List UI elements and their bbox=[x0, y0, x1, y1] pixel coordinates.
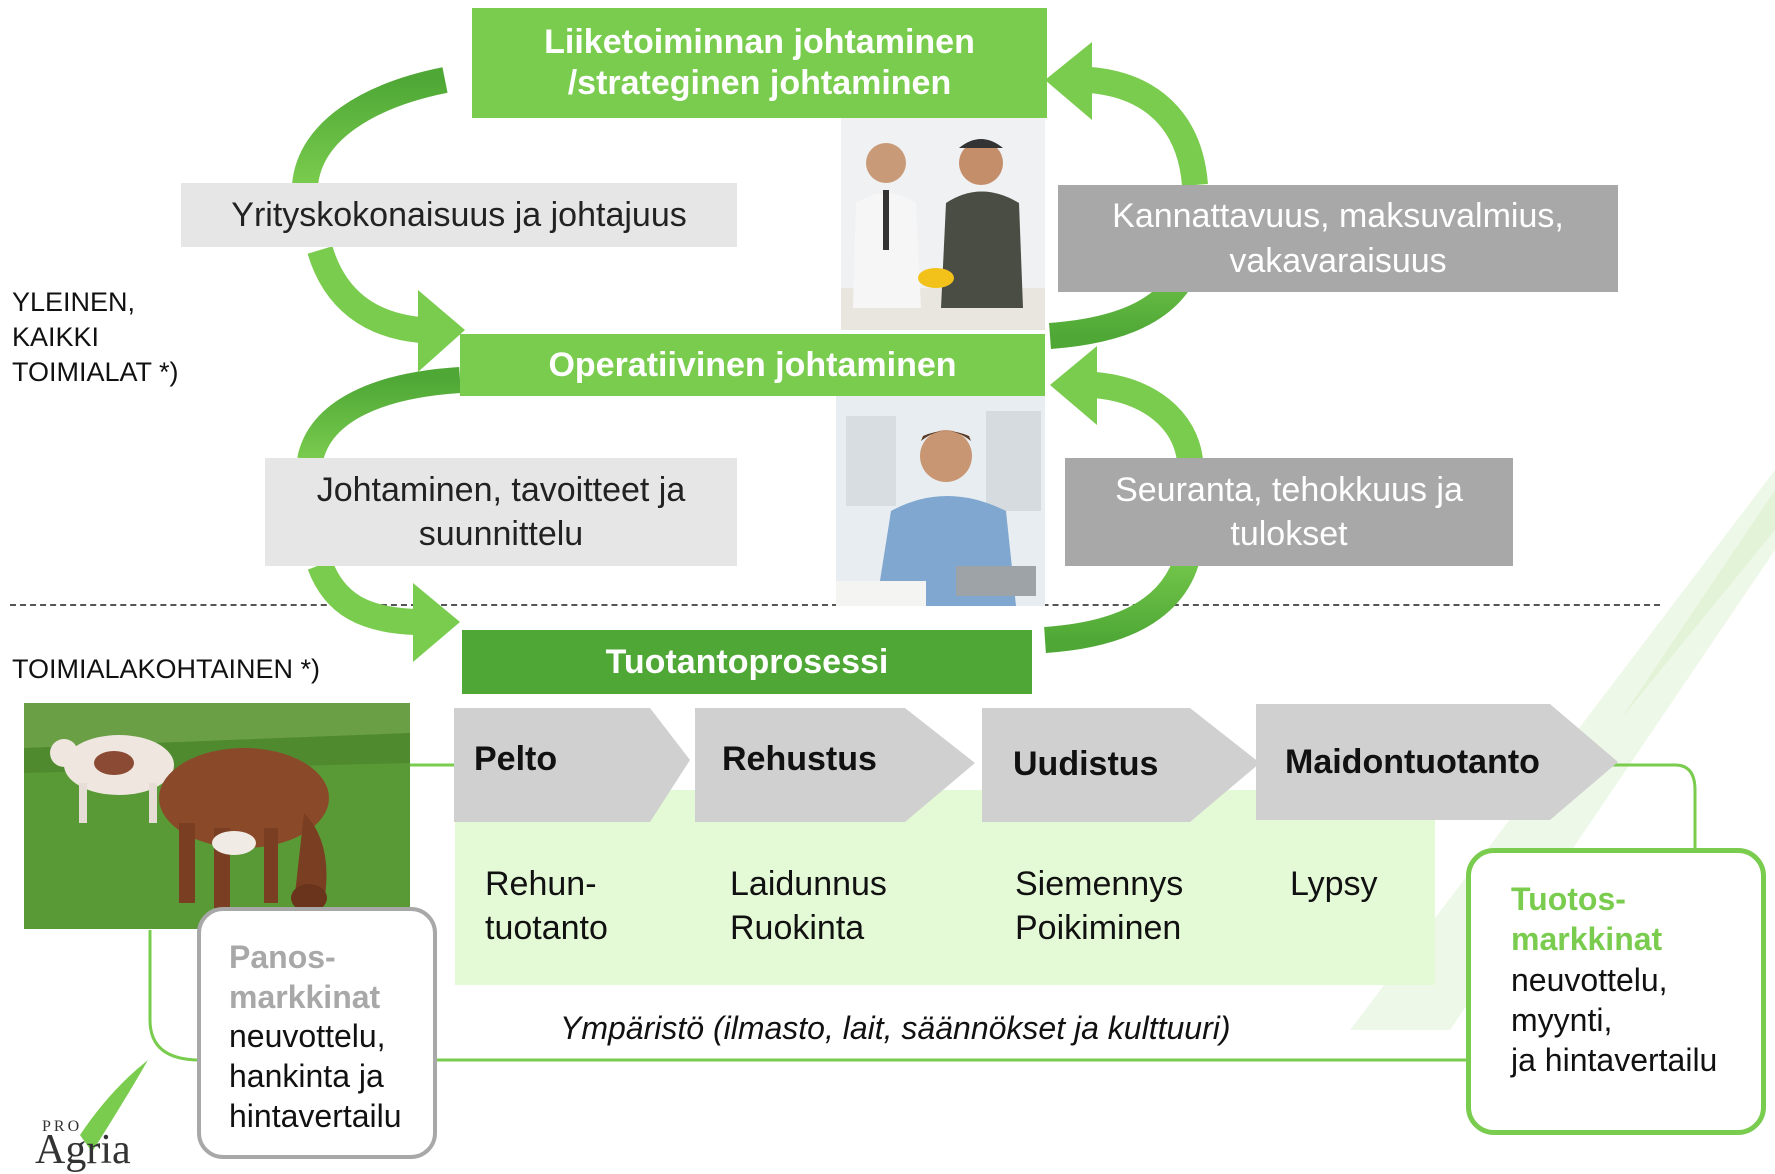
photo-two-men bbox=[841, 118, 1045, 330]
production-box: Tuotantoprosessi bbox=[462, 630, 1032, 694]
photo-cows bbox=[24, 703, 410, 929]
output-market-box: Tuotos- markkinat neuvottelu, myynti, ja… bbox=[1466, 848, 1766, 1135]
section-divider bbox=[10, 604, 1660, 606]
box-johtaminen: Johtaminen, tavoitteet ja suunnittelu bbox=[265, 458, 737, 566]
detail-rehuntuotanto: Rehun- tuotanto bbox=[485, 865, 608, 948]
photo-man-phone bbox=[836, 396, 1045, 606]
step-maidontuotanto: Maidontuotanto bbox=[1285, 743, 1540, 781]
production-label: Tuotantoprosessi bbox=[605, 642, 889, 681]
arrow-mid-left-arc bbox=[297, 367, 461, 464]
box-yrityskokonaisuus-text: Yrityskokonaisuus ja johtajuus bbox=[231, 195, 687, 234]
operative-box: Operatiivinen johtaminen bbox=[460, 334, 1045, 396]
step-pelto: Pelto bbox=[474, 740, 558, 778]
input-market-title: Panos- markkinat bbox=[229, 939, 381, 1015]
chevron-pelto bbox=[454, 708, 690, 822]
input-market-text: neuvottelu, hankinta ja hintavertailu bbox=[229, 1018, 402, 1134]
arrow-top-left-lower bbox=[307, 245, 422, 343]
chevron-rehustus bbox=[695, 708, 975, 822]
logo-name: Agria bbox=[35, 1127, 131, 1173]
arrow-top-right-upper bbox=[1088, 67, 1208, 187]
box-seuranta: Seuranta, tehokkuus ja tulokset bbox=[1065, 458, 1513, 566]
process-background bbox=[455, 790, 1435, 985]
proagria-logo: PRO Agria bbox=[30, 1060, 170, 1173]
output-connector bbox=[1600, 763, 1697, 850]
chevron-uudistus bbox=[982, 708, 1260, 822]
strategic-box: Liiketoiminnan johtaminen /strateginen j… bbox=[472, 8, 1047, 118]
box-kannattavuus: Kannattavuus, maksuvalmius, vakavaraisuu… bbox=[1058, 185, 1618, 292]
box-kannattavuus-text: Kannattavuus, maksuvalmius, vakavaraisuu… bbox=[1112, 197, 1564, 280]
box-seuranta-text: Seuranta, tehokkuus ja tulokset bbox=[1115, 470, 1463, 553]
arrow-mid-left-lower bbox=[307, 559, 416, 635]
output-market-title: Tuotos- markkinat bbox=[1511, 881, 1663, 957]
detail-siemennys: Siemennys Poikiminen bbox=[1015, 865, 1184, 948]
industry-label: TOIMIALAKOHTAINEN *) bbox=[12, 654, 321, 684]
strategic-label: Liiketoiminnan johtaminen /strateginen j… bbox=[544, 23, 975, 102]
input-market-box: Panos- markkinat neuvottelu, hankinta ja… bbox=[197, 907, 437, 1159]
arrowhead-production-left bbox=[413, 583, 460, 662]
step-rehustus: Rehustus bbox=[722, 740, 877, 778]
arrowhead-strategic-right bbox=[1045, 42, 1092, 120]
arrow-top-left-arc bbox=[292, 67, 448, 187]
environment-label: Ympäristö (ilmasto, lait, säännökset ja … bbox=[560, 1010, 1231, 1046]
box-johtaminen-text: Johtaminen, tavoitteet ja suunnittelu bbox=[316, 470, 686, 553]
detail-lypsy: Lypsy bbox=[1290, 865, 1378, 903]
arrow-mid-right-upper bbox=[1093, 372, 1203, 463]
arrowhead-operative-right bbox=[1050, 346, 1097, 425]
detail-laidunnus: Laidunnus Ruokinta bbox=[730, 865, 887, 948]
output-market-text: neuvottelu, myynti, ja hintavertailu bbox=[1511, 962, 1718, 1078]
arrowhead-operative-left bbox=[418, 290, 465, 372]
logo-check-icon bbox=[80, 1060, 148, 1152]
general-label: YLEINEN, KAIKKI TOIMIALAT *) bbox=[12, 287, 179, 388]
operative-label: Operatiivinen johtaminen bbox=[548, 345, 957, 384]
arrow-mid-right-lower bbox=[1044, 542, 1203, 653]
step-uudistus: Uudistus bbox=[1013, 745, 1159, 783]
chevron-maidontuotanto bbox=[1256, 704, 1618, 820]
box-yrityskokonaisuus: Yrityskokonaisuus ja johtajuus bbox=[181, 183, 737, 247]
process-chevrons bbox=[454, 704, 1618, 822]
input-connector bbox=[148, 930, 1480, 1062]
logo-small-text: PRO bbox=[42, 1118, 83, 1135]
